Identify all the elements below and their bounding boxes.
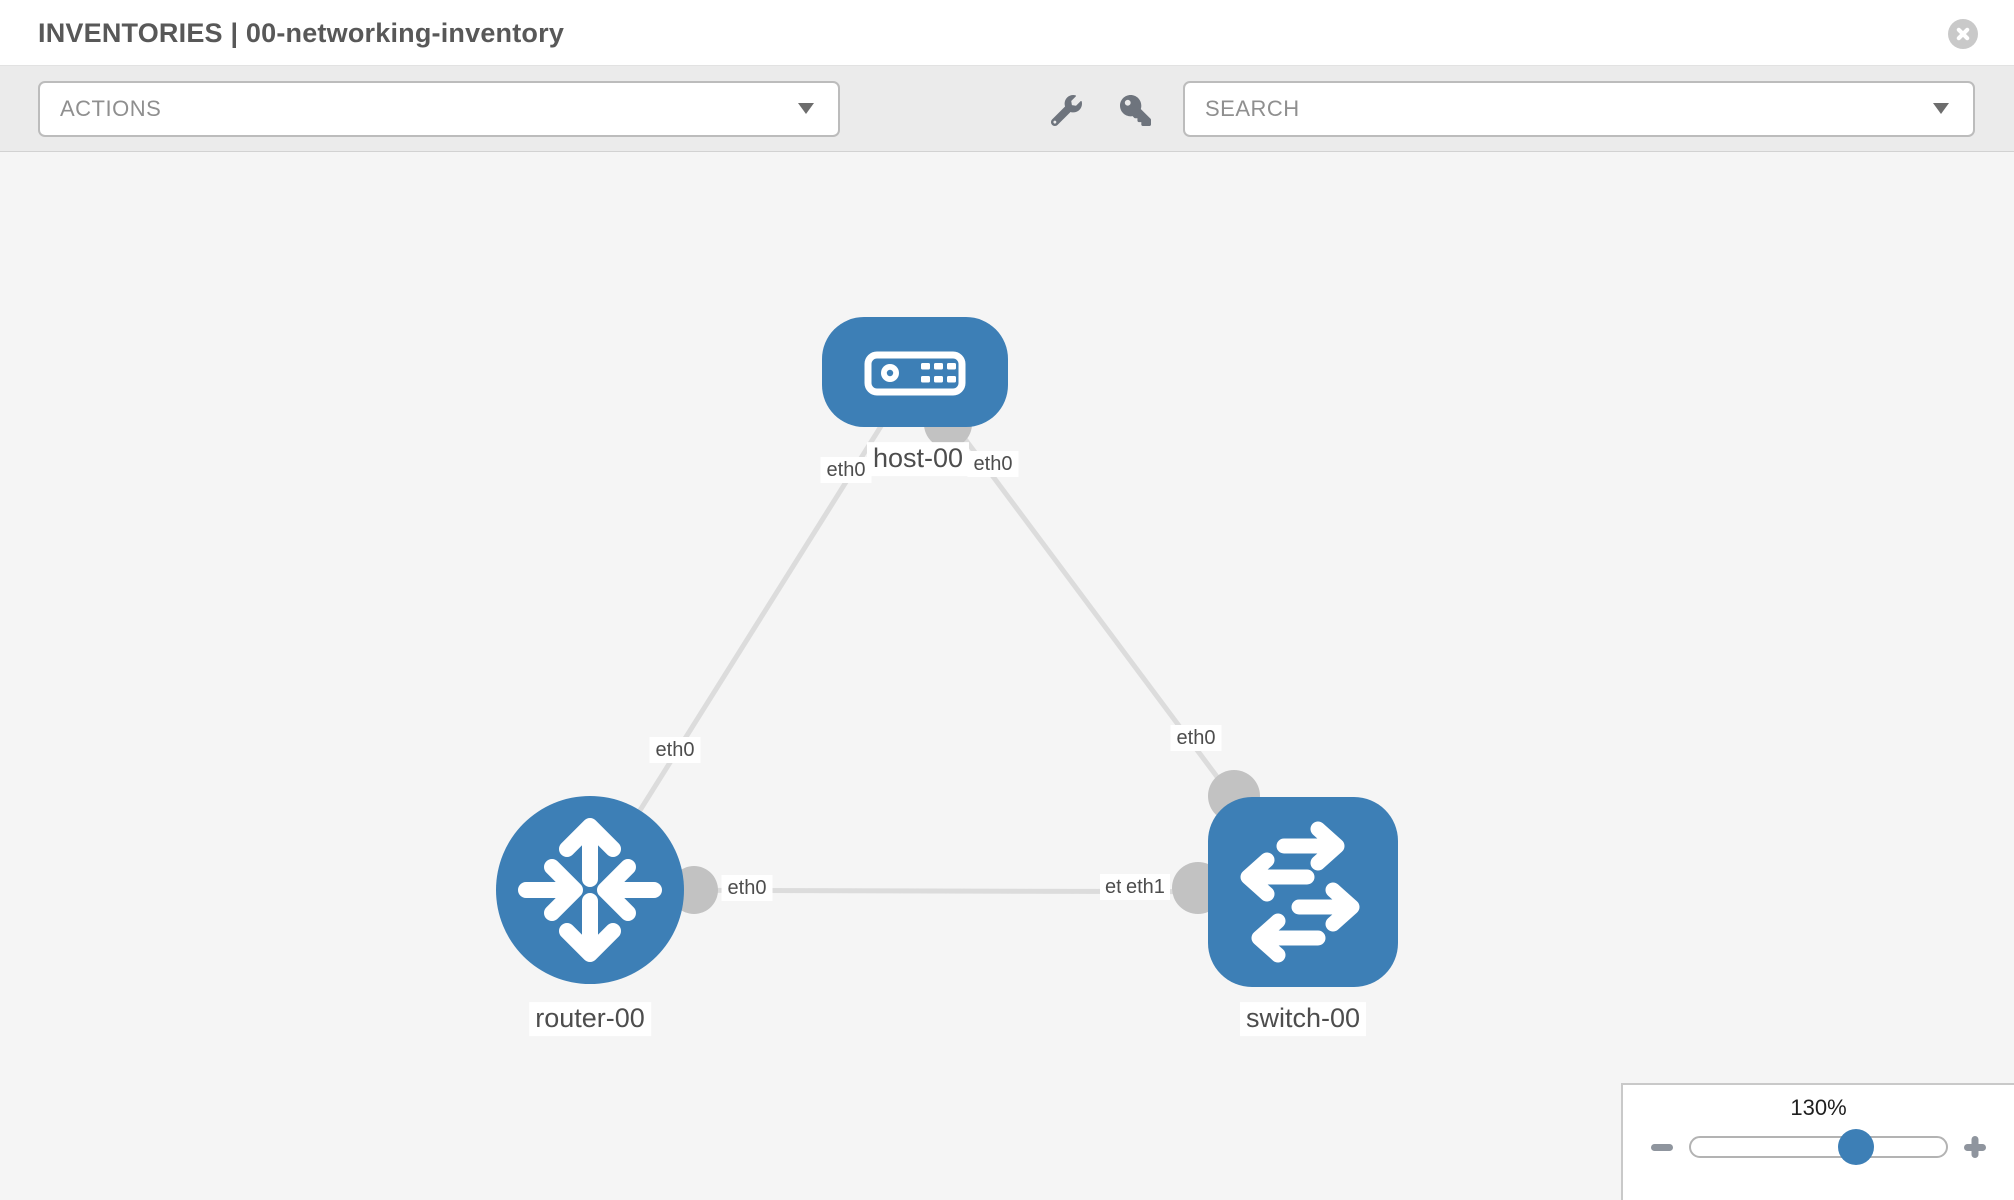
key-icon bbox=[1119, 94, 1151, 126]
close-icon bbox=[1956, 27, 1970, 41]
zoom-slider-track[interactable] bbox=[1689, 1136, 1948, 1158]
header: INVENTORIES | 00-networking-inventory bbox=[0, 0, 2014, 66]
zoom-value: 130% bbox=[1790, 1095, 1847, 1120]
close-button[interactable] bbox=[1948, 19, 1978, 49]
zoom-out-button[interactable] bbox=[1649, 1134, 1675, 1160]
node-label-router: router-00 bbox=[529, 1002, 651, 1036]
node-label-host: host-00 bbox=[866, 442, 970, 476]
toolbar: ACTIONS SEARCH bbox=[0, 66, 2014, 152]
interface-connectors bbox=[670, 400, 1260, 914]
search-dropdown-label: SEARCH bbox=[1205, 95, 1300, 121]
interface-label-eth0-router-top: eth0 bbox=[649, 737, 701, 763]
plus-icon bbox=[1964, 1136, 1986, 1158]
key-button[interactable] bbox=[1113, 93, 1157, 127]
actions-dropdown-label: ACTIONS bbox=[60, 95, 162, 121]
chevron-down-icon bbox=[1933, 103, 1949, 114]
interface-label-eth0-router-right: eth0 bbox=[721, 875, 773, 901]
switch-icon bbox=[1240, 821, 1360, 963]
wrench-button[interactable] bbox=[1044, 93, 1088, 127]
interface-label-eth0-switch-top: eth0 bbox=[1170, 725, 1222, 751]
interface-label-eth0-host-right: eth0 bbox=[967, 451, 1019, 477]
host-icon bbox=[864, 351, 966, 396]
interface-label-eth0-host-left: eth0 bbox=[820, 457, 872, 483]
zoom-slider-knob[interactable] bbox=[1838, 1129, 1875, 1165]
router-icon bbox=[518, 818, 662, 962]
topology-canvas[interactable]: host-00 router-00 switch-00 eth0 eth0 et… bbox=[0, 152, 2014, 1200]
zoom-slider[interactable] bbox=[1689, 1129, 1948, 1165]
chevron-down-icon bbox=[798, 103, 814, 114]
node-label-switch: switch-00 bbox=[1239, 1002, 1367, 1036]
minus-icon bbox=[1651, 1144, 1673, 1151]
search-dropdown[interactable]: SEARCH bbox=[1183, 80, 1975, 137]
page-title: INVENTORIES | 00-networking-inventory bbox=[38, 17, 565, 48]
node-switch[interactable] bbox=[1208, 797, 1398, 987]
node-router[interactable] bbox=[496, 796, 684, 984]
actions-dropdown[interactable]: ACTIONS bbox=[38, 80, 840, 137]
zoom-in-button[interactable] bbox=[1962, 1134, 1988, 1160]
zoom-panel: 130% bbox=[1621, 1083, 2014, 1200]
interface-label-eth1-switch-left: eth1 bbox=[1121, 874, 1170, 900]
wrench-icon bbox=[1050, 94, 1082, 126]
node-host[interactable] bbox=[822, 317, 1008, 427]
